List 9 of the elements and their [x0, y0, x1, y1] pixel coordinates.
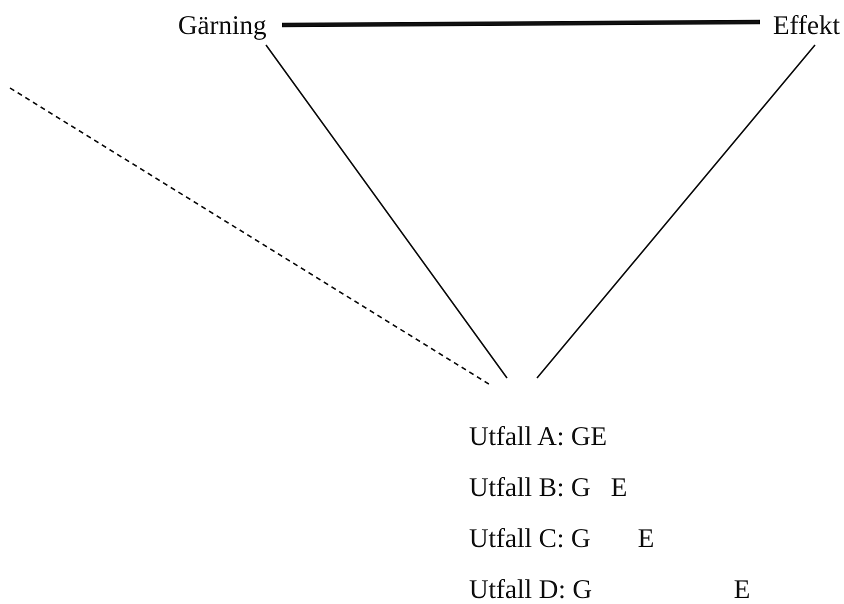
outcome-text: Utfall D: G E — [469, 575, 750, 603]
connector-line — [536, 44, 816, 379]
term-label: Gärning — [178, 10, 266, 40]
outcome-text: Utfall A: GE — [469, 422, 608, 450]
connector-line — [282, 20, 760, 28]
connector-line — [265, 44, 508, 378]
outcome-text: Utfall B: G E — [469, 473, 628, 501]
outcome-text: Utfall C: G E — [469, 524, 656, 552]
term-label: Effekt — [773, 10, 840, 40]
